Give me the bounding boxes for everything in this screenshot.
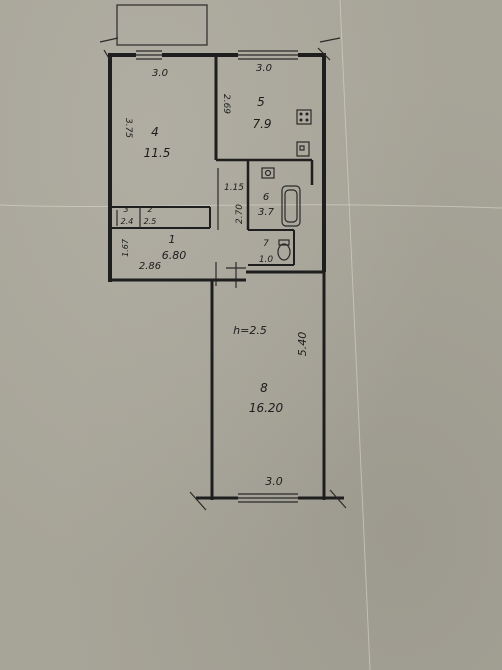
toilet-icon xyxy=(277,239,291,261)
room2-number: 2 xyxy=(147,205,152,214)
window-room8 xyxy=(238,493,298,503)
room5-width-dimension: 3.0 xyxy=(256,63,272,74)
interior-walls xyxy=(110,55,314,266)
room8-length-dimension: 5.40 xyxy=(296,332,309,357)
upper-block-walls xyxy=(99,37,341,282)
stove-icon xyxy=(296,109,312,125)
bath-length-dimension: 2.70 xyxy=(235,204,245,224)
room8-area: 16.20 xyxy=(249,401,284,415)
bathtub-icon xyxy=(281,185,301,227)
kitchen-link-dimension: 1.15 xyxy=(224,183,244,193)
sink-icon xyxy=(296,141,310,157)
ceiling-height-note: h=2.5 xyxy=(233,324,267,337)
room5-length-dimension: 2.69 xyxy=(221,94,231,114)
room3-area: 2.4 xyxy=(121,217,134,226)
room5-area: 7.9 xyxy=(252,117,271,131)
room6-area: 3.7 xyxy=(258,207,275,218)
room3-number: 3 xyxy=(123,205,128,214)
room4-area: 11.5 xyxy=(144,146,171,160)
room4-length-dimension: 3.75 xyxy=(123,118,133,138)
room6-number: 6 xyxy=(263,192,269,203)
room4-width-dimension: 3.0 xyxy=(152,68,168,79)
room7-number: 7 xyxy=(263,239,269,249)
balcony xyxy=(116,4,208,46)
room7-area: 1.0 xyxy=(259,255,274,265)
window-room5 xyxy=(238,50,298,60)
hall-length-dimension: 1.67 xyxy=(121,238,130,257)
paper-crease xyxy=(0,204,502,209)
washbasin-icon xyxy=(261,167,275,179)
room1-number: 1 xyxy=(169,233,176,246)
room1-area: 6.80 xyxy=(162,249,187,262)
window-room4 xyxy=(136,50,162,60)
hall-width-dimension: 2.86 xyxy=(139,261,161,272)
room4-number: 4 xyxy=(151,125,159,139)
paper-crease xyxy=(339,0,371,670)
room2-area: 2.5 xyxy=(144,217,157,226)
room8-number: 8 xyxy=(260,381,268,395)
room8-walls xyxy=(189,272,347,511)
room5-number: 5 xyxy=(257,95,265,109)
room8-width-dimension: 3.0 xyxy=(265,475,283,488)
entrance-door xyxy=(215,262,246,288)
